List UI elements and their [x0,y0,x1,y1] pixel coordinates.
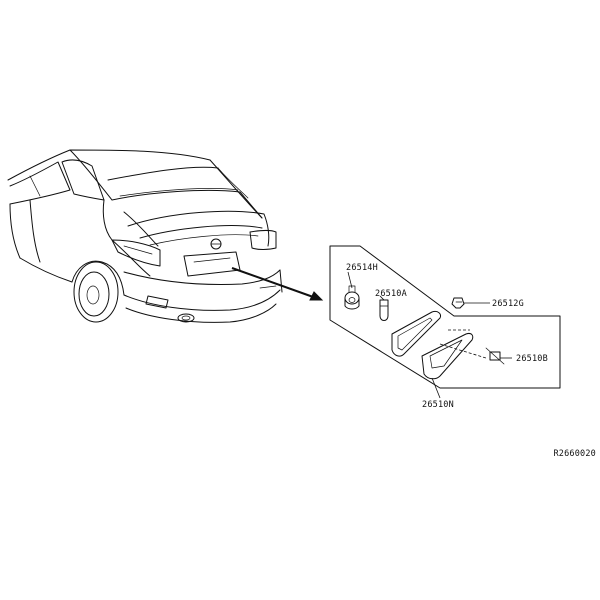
label-26512g: 26512G [492,299,524,309]
detail-frame [329,245,561,389]
lens-part [391,311,441,357]
lamp-housing-part [421,329,487,380]
arrowhead-icon [309,291,324,301]
reference-code: R2660020 [553,449,596,459]
label-26510b: 26510B [516,354,548,364]
leader-26510n [431,377,441,399]
leader-26510a [379,295,385,301]
bulb-part [379,299,389,321]
clip-part [451,297,465,309]
label-26510n: 26510N [422,400,454,410]
label-26510a: 26510A [375,289,407,299]
screw-part [485,347,505,365]
bulb-socket-part [344,285,360,310]
pointer-arrow [231,267,317,299]
car-rear-illustration [7,149,283,323]
leader-26514h [347,271,353,289]
label-26514h: 26514H [346,263,378,273]
